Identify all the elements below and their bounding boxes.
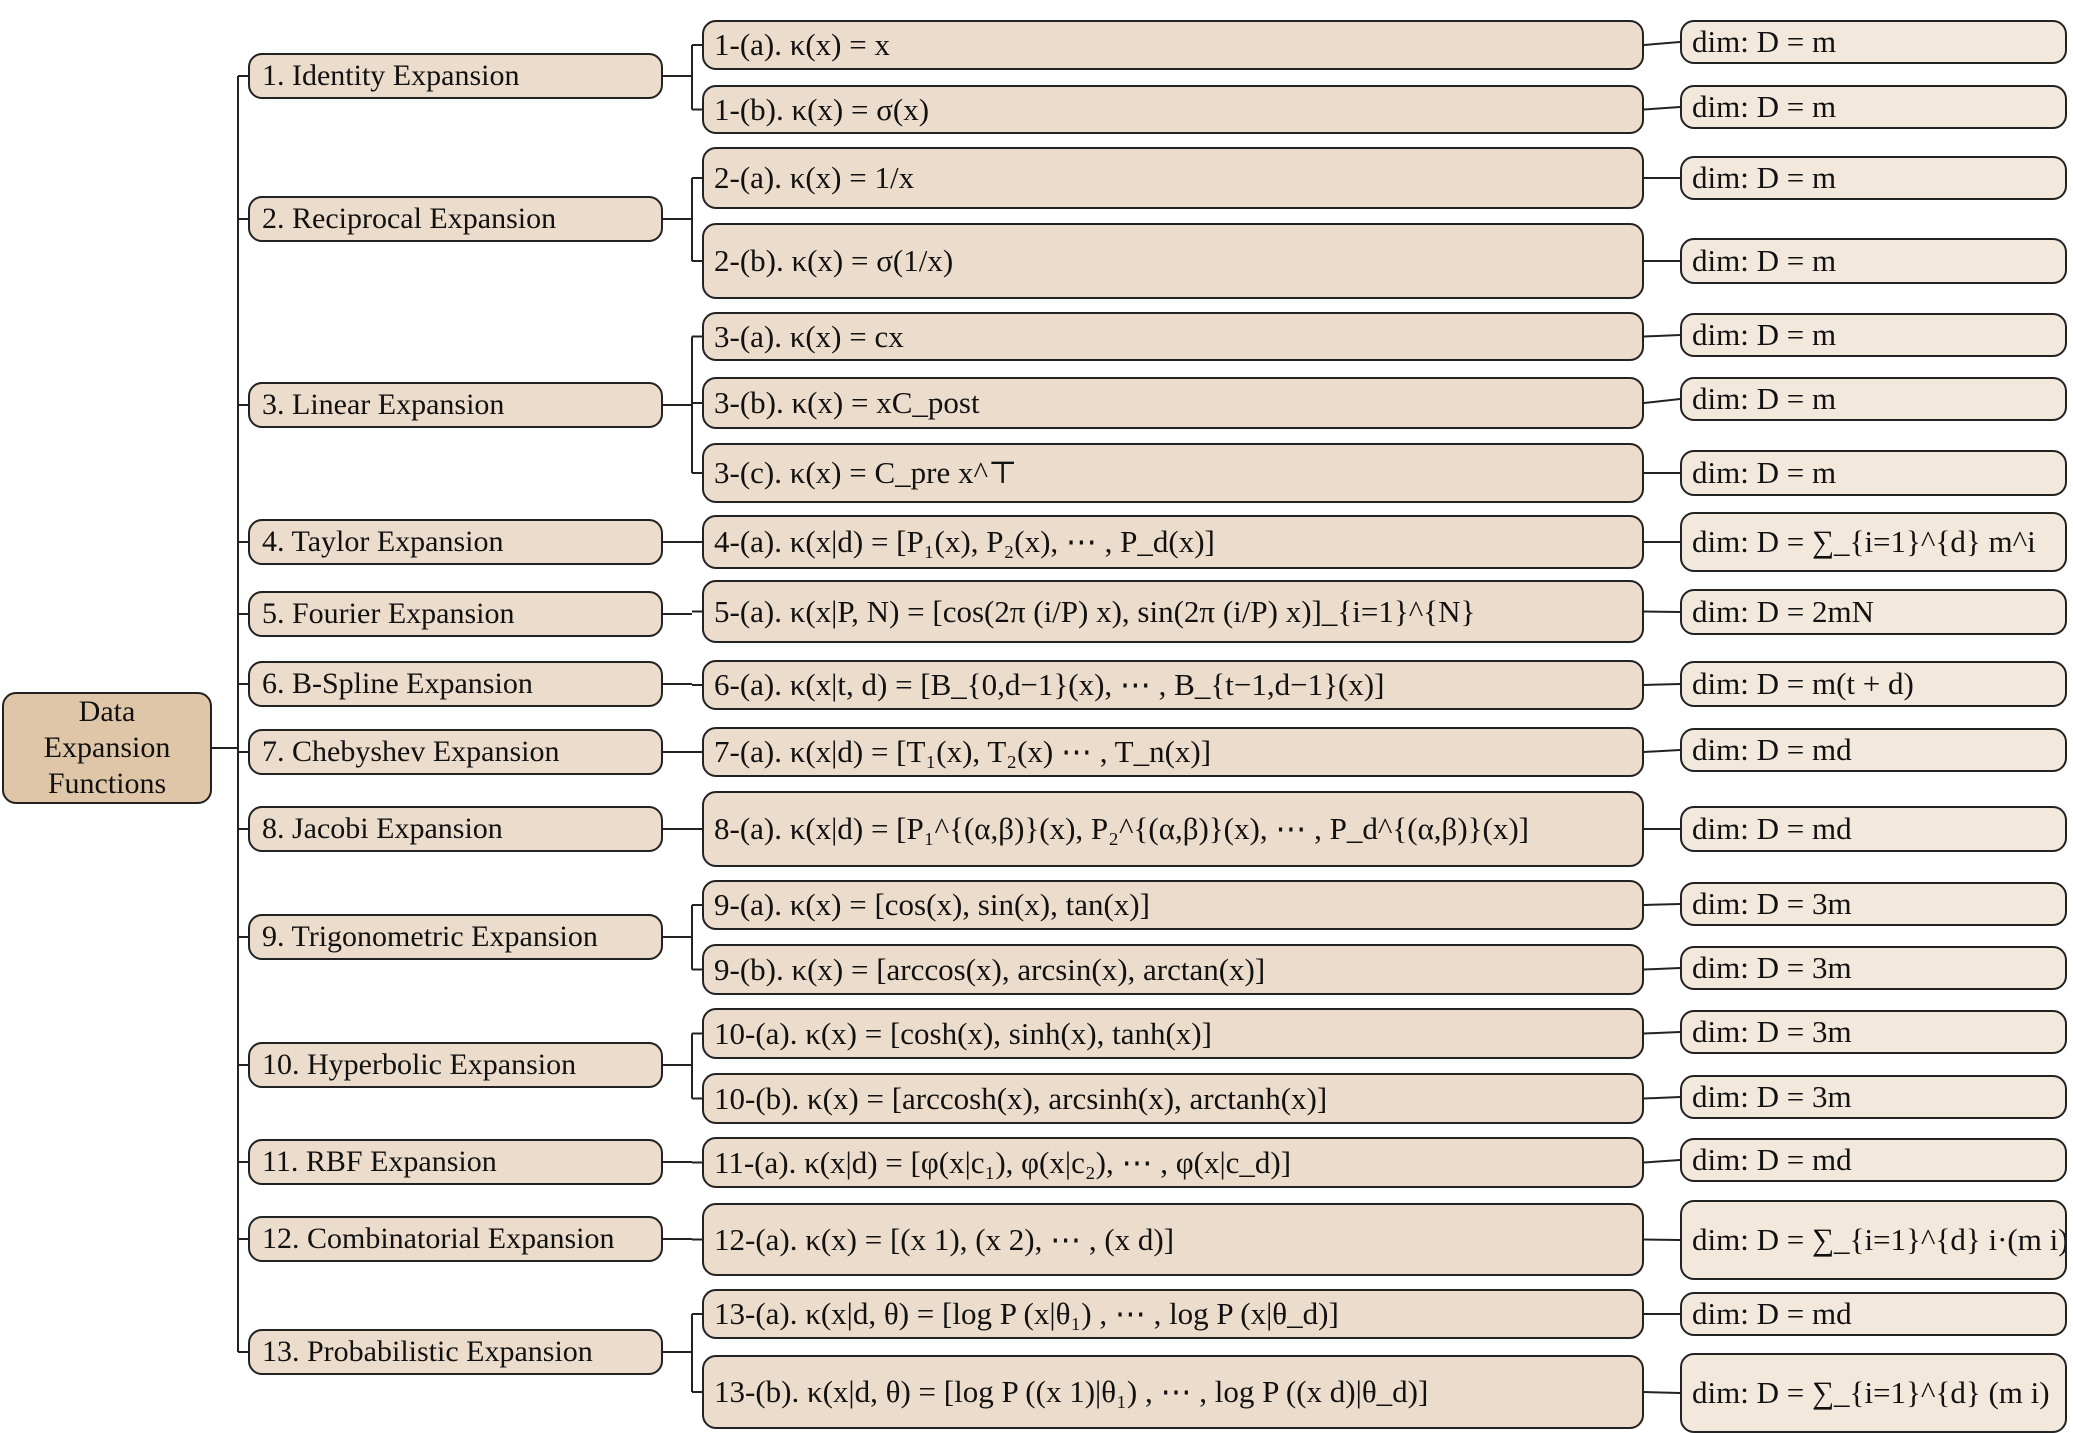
dim-node-3-2: dim: D = m bbox=[1680, 450, 2067, 496]
root-line-2: Expansion bbox=[43, 731, 171, 764]
dim-node-13-0: dim: D = md bbox=[1680, 1292, 2067, 1336]
formula-node-1-0: 1-(a). κ(x) = x bbox=[702, 20, 1644, 70]
category-node-13: 13. Probabilistic Expansion bbox=[248, 1329, 663, 1375]
formula-node-7-0: 7-(a). κ(x|d) = [T₁(x), T₂(x) ⋯ , T_n(x)… bbox=[702, 727, 1644, 777]
dim-connector-1-1 bbox=[1643, 106, 1681, 111]
formula-node-4-0: 4-(a). κ(x|d) = [P₁(x), P₂(x), ⋯ , P_d(x… bbox=[702, 515, 1644, 569]
dim-node-5-0: dim: D = 2mN bbox=[1680, 589, 2067, 635]
formula-node-9-1: 9-(b). κ(x) = [arccos(x), arcsin(x), arc… bbox=[702, 944, 1644, 995]
formula-node-3-0: 3-(a). κ(x) = cx bbox=[702, 312, 1644, 361]
formula-node-2-1: 2-(b). κ(x) = σ(1/x) bbox=[702, 223, 1644, 299]
dim-node-7-0: dim: D = md bbox=[1680, 728, 2067, 772]
category-node-10: 10. Hyperbolic Expansion bbox=[248, 1042, 663, 1088]
formula-node-12-0: 12-(a). κ(x) = [(x 1), (x 2), ⋯ , (x d)] bbox=[702, 1203, 1644, 1276]
category-node-1: 1. Identity Expansion bbox=[248, 53, 663, 99]
dim-node-12-0: dim: D = ∑_{i=1}^{d} i·(m i) bbox=[1680, 1200, 2067, 1280]
formula-node-3-2: 3-(c). κ(x) = C_pre x^⊤ bbox=[702, 443, 1644, 503]
formula-node-13-0: 13-(a). κ(x|d, θ) = [log P (x|θ₁) , ⋯ , … bbox=[702, 1289, 1644, 1339]
category-node-6: 6. B-Spline Expansion bbox=[248, 661, 663, 707]
dim-node-6-0: dim: D = m(t + d) bbox=[1680, 661, 2067, 707]
formula-node-10-0: 10-(a). κ(x) = [cosh(x), sinh(x), tanh(x… bbox=[702, 1008, 1644, 1059]
formula-node-2-0: 2-(a). κ(x) = 1/x bbox=[702, 147, 1644, 209]
dim-connector-10-0 bbox=[1643, 1031, 1681, 1035]
dim-connector-1-0 bbox=[1643, 41, 1681, 46]
dim-node-1-0: dim: D = m bbox=[1680, 20, 2067, 64]
category-node-11: 11. RBF Expansion bbox=[248, 1139, 663, 1185]
dim-node-4-0: dim: D = ∑_{i=1}^{d} m^i bbox=[1680, 512, 2067, 572]
dim-connector-12-0 bbox=[1643, 1238, 1681, 1241]
dim-node-2-0: dim: D = m bbox=[1680, 156, 2067, 200]
formula-node-3-1: 3-(b). κ(x) = xC_post bbox=[702, 377, 1644, 429]
category-node-12: 12. Combinatorial Expansion bbox=[248, 1216, 663, 1262]
formula-node-8-0: 8-(a). κ(x|d) = [P₁^{(α,β)}(x), P₂^{(α,β… bbox=[702, 791, 1644, 867]
dim-connector-9-0 bbox=[1643, 903, 1681, 906]
dim-node-3-0: dim: D = m bbox=[1680, 313, 2067, 357]
dim-node-2-1: dim: D = m bbox=[1680, 238, 2067, 284]
dim-node-11-0: dim: D = md bbox=[1680, 1138, 2067, 1182]
category-node-4: 4. Taylor Expansion bbox=[248, 519, 663, 565]
dim-node-9-1: dim: D = 3m bbox=[1680, 946, 2067, 990]
dim-connector-6-0 bbox=[1643, 683, 1681, 686]
dim-node-3-1: dim: D = m bbox=[1680, 377, 2067, 421]
dim-node-13-1: dim: D = ∑_{i=1}^{d} (m i) bbox=[1680, 1353, 2067, 1433]
formula-node-9-0: 9-(a). κ(x) = [cos(x), sin(x), tan(x)] bbox=[702, 880, 1644, 930]
dim-connector-13-1 bbox=[1643, 1391, 1681, 1394]
formula-node-13-1: 13-(b). κ(x|d, θ) = [log P ((x 1)|θ₁) , … bbox=[702, 1355, 1644, 1429]
dim-connector-3-1 bbox=[1643, 398, 1681, 404]
dim-node-8-0: dim: D = md bbox=[1680, 806, 2067, 852]
dim-connector-7-0 bbox=[1643, 749, 1681, 753]
category-node-5: 5. Fourier Expansion bbox=[248, 591, 663, 637]
dim-connector-5-0 bbox=[1643, 610, 1681, 613]
root-line-1: Data bbox=[78, 695, 136, 728]
formula-node-10-1: 10-(b). κ(x) = [arccosh(x), arcsinh(x), … bbox=[702, 1073, 1644, 1124]
dim-connector-9-1 bbox=[1643, 967, 1681, 971]
category-node-9: 9. Trigonometric Expansion bbox=[248, 914, 663, 960]
dim-node-9-0: dim: D = 3m bbox=[1680, 882, 2067, 926]
formula-node-6-0: 6-(a). κ(x|t, d) = [B_{0,d−1}(x), ⋯ , B_… bbox=[702, 660, 1644, 710]
category-node-7: 7. Chebyshev Expansion bbox=[248, 729, 663, 775]
formula-node-1-1: 1-(b). κ(x) = σ(x) bbox=[702, 85, 1644, 134]
formula-node-11-0: 11-(a). κ(x|d) = [φ(x|c₁), φ(x|c₂), ⋯ , … bbox=[702, 1137, 1644, 1188]
dim-node-1-1: dim: D = m bbox=[1680, 85, 2067, 129]
formula-node-5-0: 5-(a). κ(x|P, N) = [cos(2π (i/P) x), sin… bbox=[702, 580, 1644, 643]
root-node: Data Expansion Functions bbox=[2, 692, 212, 804]
category-node-2: 2. Reciprocal Expansion bbox=[248, 196, 663, 242]
dim-connector-11-0 bbox=[1643, 1159, 1681, 1164]
dim-node-10-0: dim: D = 3m bbox=[1680, 1010, 2067, 1054]
category-node-3: 3. Linear Expansion bbox=[248, 382, 663, 428]
root-line-3: Functions bbox=[47, 767, 167, 800]
dim-connector-10-1 bbox=[1643, 1096, 1681, 1100]
dim-node-10-1: dim: D = 3m bbox=[1680, 1075, 2067, 1119]
category-node-8: 8. Jacobi Expansion bbox=[248, 806, 663, 852]
dim-connector-3-0 bbox=[1643, 334, 1681, 338]
